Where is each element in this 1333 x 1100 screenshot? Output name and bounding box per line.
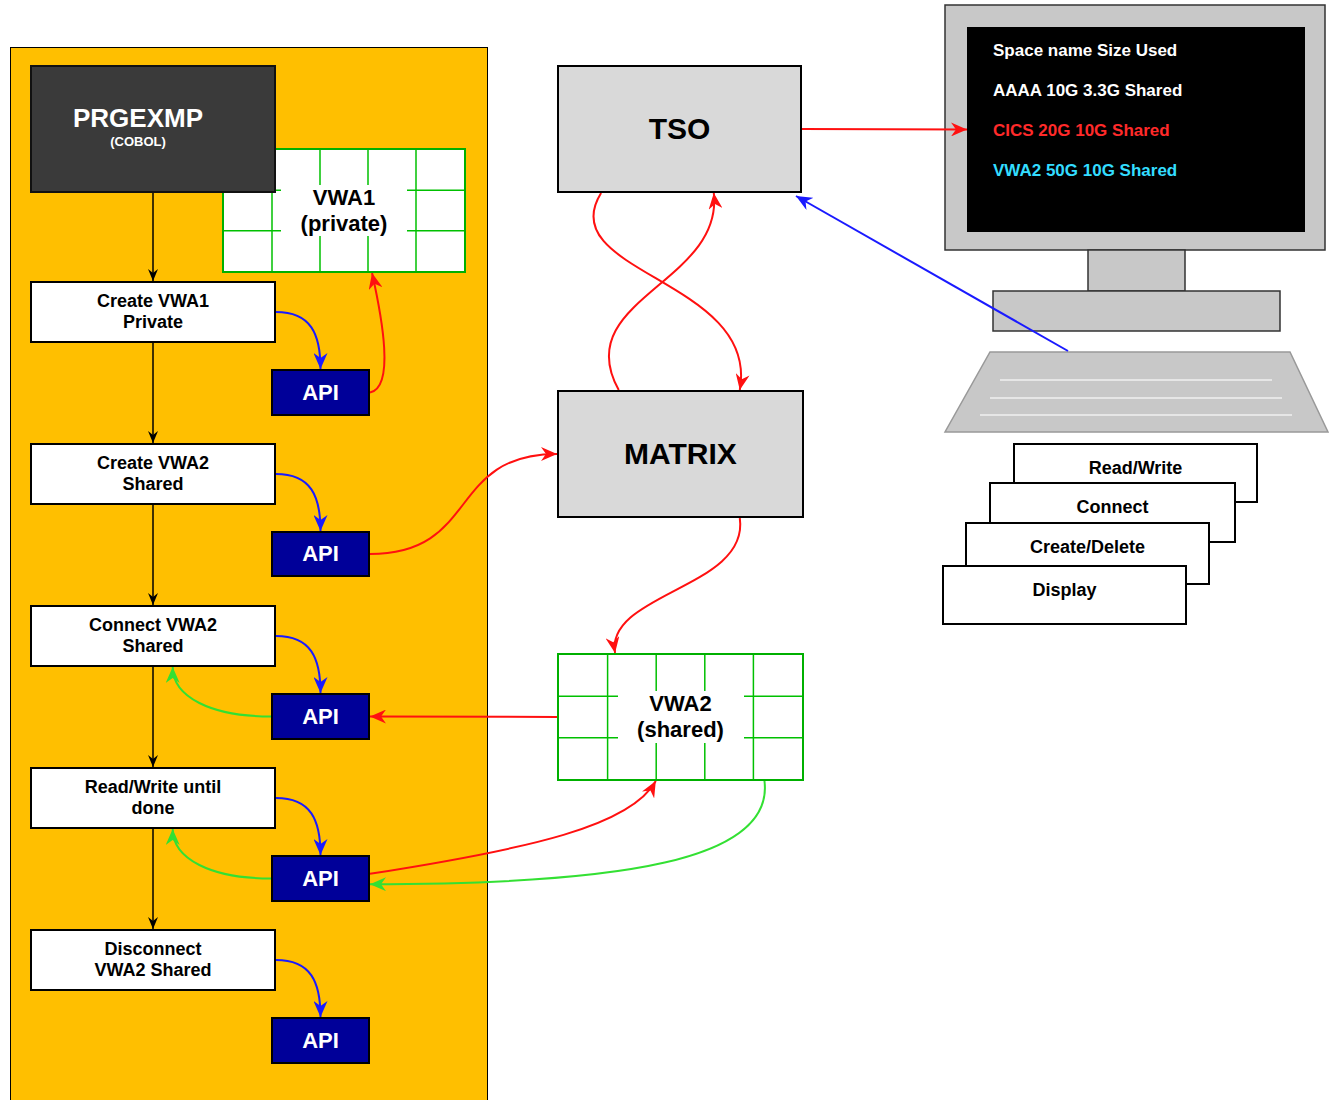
flow-arrow [276,636,321,693]
keyboard-row [990,397,1282,399]
node-label: (COBOL) [110,134,166,149]
node-label: VWA1 (private) [281,185,407,237]
flow-arrow [370,454,557,554]
node-label: API [302,541,339,567]
flow-arrow [615,518,741,653]
node-label: API [302,704,339,730]
node-label: Create VWA1 Private [67,291,239,333]
api-box: API [271,531,370,577]
flow-arrow [152,193,154,281]
flow-arrow [370,716,557,719]
function-card: Display [942,565,1187,625]
node-label: Disconnect VWA2 Shared [86,939,221,981]
flow-arrow [609,193,714,390]
screen-line: Space name Size Used [993,39,1177,63]
process-step: Read/Write until done [30,767,276,829]
keyboard-row [1000,379,1272,381]
flow-arrow [370,273,384,393]
keyboard-row [980,414,1292,416]
flow-arrow [276,474,321,531]
flow-arrow [152,505,154,605]
flow-arrow [276,960,321,1017]
node-label: API [302,380,339,406]
flow-arrow [152,343,154,443]
flow-arrow [593,193,741,390]
node-label: Connect VWA2 Shared [67,615,239,657]
node-label: VWA2 (shared) [618,691,744,743]
system-box: MATRIX [557,390,804,518]
flow-arrow [370,781,656,874]
monitor-stand [1088,250,1185,291]
flow-arrow [276,312,321,369]
flow-arrow [152,667,154,767]
flow-arrow [370,781,765,884]
monitor-bezel [945,5,1325,250]
process-step: Disconnect VWA2 Shared [30,929,276,991]
work-area-grid: VWA2 (shared) [557,653,804,781]
node-label: PRGEXMP [73,103,203,134]
node-label: Connect [1077,496,1149,518]
process-step: Create VWA1 Private [30,281,276,343]
process-step: Connect VWA2 Shared [30,605,276,667]
flow-arrow [276,798,321,855]
node-label: Display [1032,579,1096,601]
node-label: MATRIX [624,436,737,471]
node-label: Read/Write [1089,457,1183,479]
process-step: Create VWA2 Shared [30,443,276,505]
node-label: TSO [649,111,711,146]
node-label: Create VWA2 Shared [67,453,239,495]
node-label: Create/Delete [1030,536,1145,558]
terminal-screen: Space name Size UsedAAAA 10G 3.3G Shared… [967,27,1305,232]
node-label: API [302,1028,339,1054]
api-box: API [271,369,370,416]
monitor-base [993,291,1280,331]
flow-arrow [152,829,154,929]
screen-line: AAAA 10G 3.3G Shared [993,79,1182,103]
flow-arrow [173,667,271,717]
node-label: API [302,866,339,892]
api-box: API [271,1017,370,1064]
program-box: PRGEXMP(COBOL) [30,65,276,193]
api-box: API [271,855,370,902]
system-box: TSO [557,65,802,193]
node-label: Read/Write until done [71,777,236,819]
flow-arrow [802,128,967,131]
api-box: API [271,693,370,740]
keyboard [945,352,1328,432]
screen-line: VWA2 50G 10G Shared [993,159,1177,183]
flow-arrow [173,829,271,879]
screen-line: CICS 20G 10G Shared [993,119,1170,143]
